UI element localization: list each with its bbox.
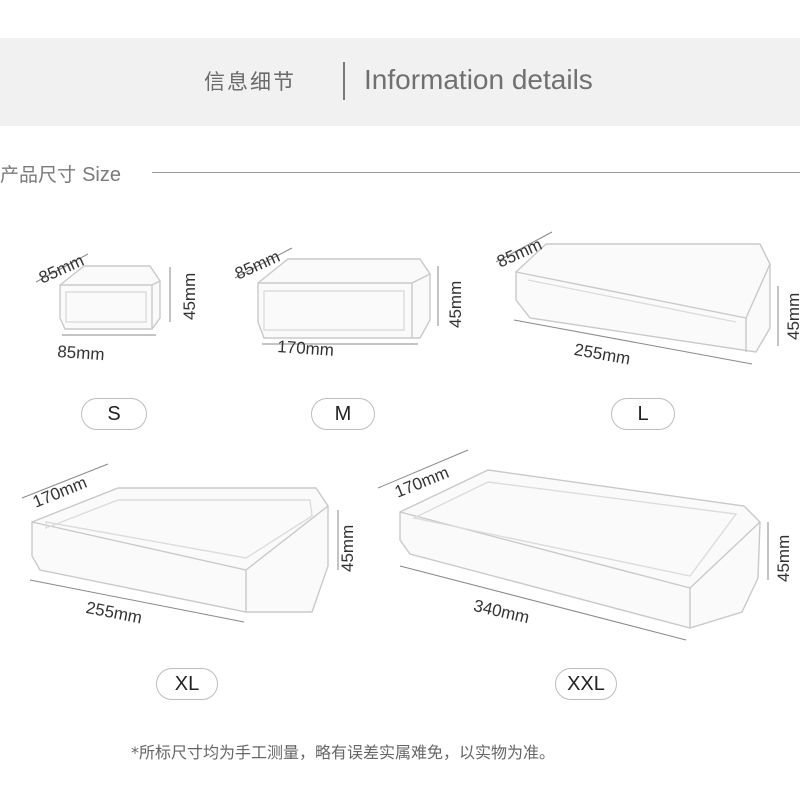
- size-pill-m: M: [311, 398, 375, 430]
- header-divider: [343, 62, 345, 100]
- box-m-illustration: [257, 258, 431, 339]
- box-l-illustration: [515, 243, 771, 353]
- box-xxl-illustration: [399, 469, 761, 629]
- section-title-cn: 产品尺寸: [0, 164, 77, 186]
- size-xxl-height-label: 45mm: [774, 534, 793, 582]
- section-divider: [152, 172, 800, 173]
- size-pill-xxl: XXL: [555, 668, 617, 700]
- size-pill-s: S: [81, 398, 147, 430]
- box-xl-illustration: [31, 487, 329, 613]
- measurement-disclaimer: *所标尺寸均为手工测量，略有误差实属难免，以实物为准。: [131, 743, 556, 762]
- size-m-height-label: 45mm: [446, 280, 465, 328]
- size-pill-xl: XL: [156, 668, 218, 700]
- size-pill-l: L: [611, 398, 675, 430]
- section-title-en: Size: [82, 164, 121, 186]
- section-title: 产品尺寸 Size: [0, 160, 121, 187]
- header-title-cn: 信息细节: [204, 70, 296, 94]
- header-banner: [0, 38, 800, 126]
- size-xl-height-label: 45mm: [338, 524, 357, 572]
- box-s-illustration: [59, 265, 161, 330]
- size-s-height-label: 45mm: [180, 272, 199, 320]
- size-l-height-label: 45mm: [784, 292, 800, 340]
- header-title-en: Information details: [364, 64, 593, 95]
- size-m-length-label: 170mm: [276, 337, 335, 360]
- size-s-length-label: 85mm: [56, 342, 106, 365]
